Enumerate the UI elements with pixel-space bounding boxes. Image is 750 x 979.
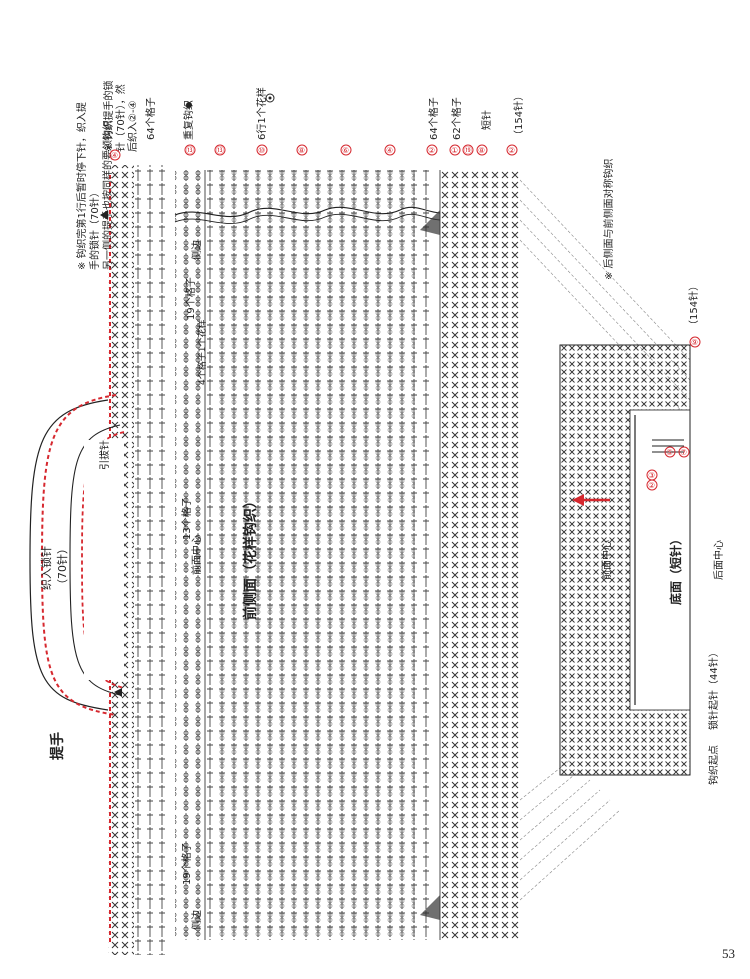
bottom-panel-title: 底面（短针）: [668, 533, 683, 605]
row-marker: ⑩: [256, 144, 268, 156]
row-marker: ②: [506, 144, 518, 156]
bottom-front-center: 前面中心: [600, 540, 613, 580]
svg-text:⑧: ⑧: [298, 146, 305, 155]
bottom-marker: ② ③ ⑤ ⑦ ⑨: [646, 336, 701, 491]
bottom-stitch-154: （154针）: [687, 281, 700, 330]
svg-text:⑨: ⑨: [691, 338, 698, 347]
page-number: 53: [722, 946, 735, 961]
row-markers: ④ ⑬ ⑬ ⑩ ⑧ ⑥ ④ ② ① ⑲ ⑧ ②: [109, 144, 518, 161]
bottom-panel-inner: [629, 409, 691, 711]
side-edge-chain: [174, 206, 441, 218]
grid-64-label-right: 64个格子: [427, 97, 440, 140]
row-marker: ④: [109, 149, 121, 161]
svg-text:⑬: ⑬: [216, 146, 224, 155]
front-panel-short-stitch: [440, 170, 520, 940]
top-notes: ※ 钩织完第1行后暂时停下针，织入提 手的锁针（70针） 另一侧的提手也按同样的…: [75, 80, 139, 270]
row-marker: ①: [449, 144, 461, 156]
svg-text:②: ②: [428, 146, 435, 155]
start-triangle-icon: [114, 688, 122, 697]
side-label-top: 侧边: [190, 240, 203, 260]
svg-text:④: ④: [386, 146, 393, 155]
handle-arch-white-gap: [84, 440, 124, 680]
handle-arch-outer: [29, 399, 109, 711]
row-marker: ⑬: [214, 144, 226, 156]
row-marker: ⑬: [184, 144, 196, 156]
handle-slip-label: 引拔针: [98, 440, 111, 470]
top-labels: 64个格子 重复钩织 6行1个花样 64个格子 62个格子 短针 （154针）: [144, 87, 525, 140]
front-panel-title: 前侧面（花样钩织）: [242, 494, 259, 620]
repeat-dot-icon: [186, 102, 192, 108]
grid-13-label: 13个格子: [180, 497, 193, 540]
note-line: 后织入②-④: [127, 100, 139, 152]
pattern-dot-icon: [265, 93, 275, 103]
svg-text:⑥: ⑥: [342, 146, 349, 155]
svg-text:③: ③: [648, 471, 655, 480]
row-marker: ⑲: [462, 144, 474, 156]
handle-chain-label: 织入锁针: [39, 546, 53, 590]
svg-text:②: ②: [508, 146, 515, 155]
svg-text:⑩: ⑩: [258, 146, 265, 155]
bottom-back-center: 后面中心: [712, 540, 725, 580]
short-stitch-label: 短针: [480, 110, 493, 130]
svg-text:①: ①: [451, 146, 458, 155]
row-marker: ④: [384, 144, 396, 156]
side-edge-chain: [174, 213, 441, 224]
front-panel-boundary: [204, 170, 441, 940]
svg-text:⑤: ⑤: [666, 448, 673, 457]
start-triangle-icon: [100, 210, 108, 220]
handle-chain-count: （70针）: [55, 543, 69, 590]
grid-19-label-top: 19个格子: [184, 277, 197, 320]
front-center-label: 前面中心: [190, 535, 203, 575]
svg-text:⑬: ⑬: [186, 146, 194, 155]
handle-row4-column: [158, 165, 170, 955]
svg-text:⑲: ⑲: [464, 146, 472, 155]
note-line: ※ 钩织提手的锁: [102, 80, 115, 152]
fan-shape: [420, 895, 440, 920]
back-side-note: ※ 后侧面与前侧面对称钩织: [602, 158, 615, 280]
grid-62-label: 62个格子: [450, 97, 463, 140]
note-line: 手的锁针（70针）: [88, 187, 101, 270]
repeat-label: 重复钩织: [182, 100, 195, 140]
side-label-bottom: 侧边: [190, 910, 203, 930]
row-marker: ⑧: [476, 144, 488, 156]
handle-row3-column: [146, 165, 158, 955]
note-line: ※ 钩织完第1行后暂时停下针，织入提: [75, 102, 88, 270]
grid-64-label: 64个格子: [144, 97, 157, 140]
fan-shape: [420, 210, 440, 235]
note-line: 针（70针），然: [114, 84, 127, 152]
svg-text:②: ②: [648, 481, 655, 490]
handle-section: 提手 织入锁针 （70针） 引拔针: [29, 165, 170, 955]
front-panel-rings: [215, 170, 415, 940]
bottom-chain-start-label: 锁针起针（44针）: [707, 647, 720, 730]
svg-text:④: ④: [111, 151, 118, 160]
grid-4-label: 4个格子1个花样: [196, 320, 208, 385]
front-panel-grid-left: [175, 170, 205, 940]
front-panel: 前侧面（花样钩织） 前面中心 侧边 侧边 19个格子 13个格子 19个格子 4…: [174, 170, 520, 940]
handle-row2-column: [134, 165, 146, 955]
handle-title: 提手: [49, 732, 66, 760]
row-marker: ②: [426, 144, 438, 156]
row-marker: ⑧: [296, 144, 308, 156]
stitch-154-label: （154针）: [512, 91, 525, 140]
svg-text:⑧: ⑧: [478, 146, 485, 155]
bottom-panel-outline: [559, 344, 691, 776]
bottom-panel: 底面（短针） 前面中心 后面中心 钩织起点 锁针起针（44针） （154针） ②…: [559, 158, 725, 785]
bottom-start-label: 钩织起点: [708, 745, 720, 785]
row-marker: ⑥: [340, 144, 352, 156]
svg-text:⑦: ⑦: [680, 448, 687, 457]
grid-19-label-bottom: 19个格子: [180, 842, 193, 885]
rows-pattern-label: 6行1个花样: [255, 87, 268, 140]
handle-arch-red: [40, 394, 117, 716]
